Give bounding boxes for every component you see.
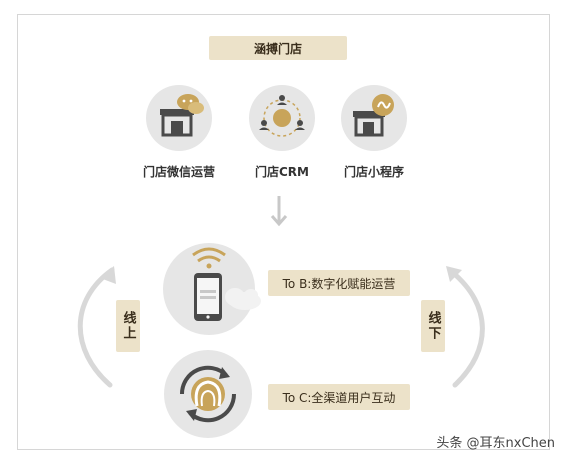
store-label-mini: 门店小程序 <box>343 165 404 179</box>
store-label-crm: 门店CRM <box>255 165 309 179</box>
offline-tag: 线下 <box>421 300 445 352</box>
crm-people-icon <box>259 95 305 137</box>
mini-program-store-icon <box>353 94 394 137</box>
watermark: 头条 @耳东nxChen <box>436 436 555 451</box>
down-arrow-icon <box>270 196 288 227</box>
online-tag: 线上 <box>116 300 140 352</box>
phone-wifi-icon <box>192 247 261 321</box>
tob-tag: To B:数字化赋能运营 <box>268 270 410 296</box>
online-tag-label: 线上 <box>120 311 136 341</box>
store-wechat-circle <box>146 85 212 151</box>
toc-tag: To C:全渠道用户互动 <box>268 384 410 410</box>
wechat-store-icon <box>160 94 204 137</box>
offline-tag-label: 线下 <box>425 311 441 341</box>
store-label-wechat: 门店微信运营 <box>142 165 215 179</box>
top-tag: 涵搏门店 <box>209 36 347 60</box>
refresh-person-icon <box>179 365 237 423</box>
